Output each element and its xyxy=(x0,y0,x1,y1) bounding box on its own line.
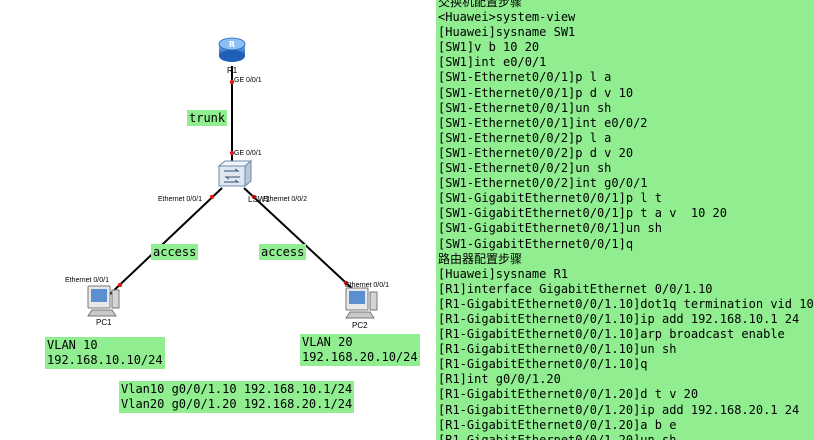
config-command-line: [R1-GigabitEthernet0/0/1.10]ip add 192.1… xyxy=(438,311,800,326)
trunk-label: trunk xyxy=(187,110,228,126)
config-command-line: [R1-GigabitEthernet0/0/1.20]un sh xyxy=(438,432,677,440)
topology-diagram: R R1 LSW1 PC1 PC2 GE 0/0/1 GE 0/0/1 Et xyxy=(45,37,420,413)
pc2-vlan: VLAN 20 xyxy=(302,335,353,349)
config-command-line: [R1]interface GigabitEthernet 0/0/1.10 xyxy=(438,281,713,296)
switch-uplink-port-label: GE 0/0/1 xyxy=(234,150,262,157)
config-command-line: [R1-GigabitEthernet0/0/1.10]q xyxy=(438,357,648,372)
link-dot xyxy=(251,194,257,200)
config-command-line: <Huawei>system-view xyxy=(438,10,576,25)
config-command-line: [SW1-GigabitEthernet0/0/1]p t a v 10 20 xyxy=(438,206,727,221)
config-command-line: 交换机配置步骤 xyxy=(438,0,523,9)
link-dot xyxy=(229,150,235,156)
router-port-label: GE 0/0/1 xyxy=(234,77,262,84)
config-command-line: [SW1-Ethernet0/0/1]p d v 10 xyxy=(438,85,634,100)
config-command-line: [Huawei]sysname R1 xyxy=(438,266,569,281)
config-command-line: [SW1-Ethernet0/0/1]un sh xyxy=(438,100,612,115)
config-command-line: [Huawei]sysname SW1 xyxy=(438,25,576,40)
config-command-line: [R1-GigabitEthernet0/0/1.20]ip add 192.1… xyxy=(438,402,800,417)
config-command-line: [SW1-Ethernet0/0/2]p d v 20 xyxy=(438,145,634,160)
config-command-line: [R1-GigabitEthernet0/0/1.20]d t v 20 xyxy=(438,387,699,402)
pc2-ip: 192.168.20.10/24 xyxy=(302,350,418,364)
switch-name: LSW1 xyxy=(248,195,270,204)
config-command-line: [R1-GigabitEthernet0/0/1.20]a b e xyxy=(438,417,677,432)
link-dot xyxy=(117,282,123,288)
link-dot xyxy=(209,194,215,200)
access-left-label: access xyxy=(151,244,199,260)
access-link-left xyxy=(107,187,223,297)
config-command-line: [SW1-Ethernet0/0/1]p l a xyxy=(438,70,612,85)
topology-canvas: R xyxy=(87,37,378,319)
router-icon[interactable]: R xyxy=(218,37,246,62)
access-right-label: access xyxy=(259,244,307,260)
config-command-line: [SW1]int e0/0/1 xyxy=(438,55,547,70)
config-command-line: 路由器配置步骤 xyxy=(438,251,523,266)
pc2-name: PC2 xyxy=(352,321,368,330)
pc2-port-label: Ethernet 0/0/1 xyxy=(345,282,389,289)
switch-icon[interactable] xyxy=(217,159,253,188)
router-name: R1 xyxy=(227,66,238,75)
link-dot xyxy=(343,280,349,286)
subinterface-vlan20: Vlan20 g0/0/1.20 192.168.20.1/24 xyxy=(121,397,353,411)
svg-text:R: R xyxy=(229,40,235,49)
config-command-line: [R1-GigabitEthernet0/0/1.10]arp broadcas… xyxy=(438,327,785,342)
config-command-line: [SW1-Ethernet0/0/2]un sh xyxy=(438,161,612,176)
pc1-vlan: VLAN 10 xyxy=(47,338,98,352)
config-command-line: [R1-GigabitEthernet0/0/1.10]dot1q termin… xyxy=(438,296,814,311)
switch-right-port-label: Ethernet 0/0/2 xyxy=(263,196,307,203)
config-command-line: [SW1-Ethernet0/0/2]p l a xyxy=(438,130,612,145)
config-command-line: [R1]int g0/0/1.20 xyxy=(438,372,561,387)
config-command-line: [SW1-GigabitEthernet0/0/1]p l t xyxy=(438,191,662,206)
pc2-icon[interactable] xyxy=(345,287,378,319)
config-commands-panel: 交换机配置步骤<Huawei>system-view[Huawei]sysnam… xyxy=(436,0,814,440)
config-command-line: [SW1-Ethernet0/0/2]int g0/0/1 xyxy=(438,176,648,191)
config-command-line: [SW1-GigabitEthernet0/0/1]q xyxy=(438,236,634,251)
access-link-right xyxy=(243,187,359,295)
link-dot xyxy=(229,79,235,85)
pc1-icon[interactable] xyxy=(87,285,120,317)
pc1-port-label: Ethernet 0/0/1 xyxy=(65,277,109,284)
config-command-line: [SW1-GigabitEthernet0/0/1]un sh xyxy=(438,221,662,236)
config-command-line: [SW1]v b 10 20 xyxy=(438,40,540,55)
pc1-ip: 192.168.10.10/24 xyxy=(47,353,163,367)
config-command-line: [R1-GigabitEthernet0/0/1.10]un sh xyxy=(438,342,677,357)
pc1-name: PC1 xyxy=(96,318,112,327)
switch-left-port-label: Ethernet 0/0/1 xyxy=(158,196,202,203)
config-command-list: 交换机配置步骤<Huawei>system-view[Huawei]sysnam… xyxy=(438,0,814,440)
config-command-line: [SW1-Ethernet0/0/1]int e0/0/2 xyxy=(438,115,648,130)
subinterface-vlan10: Vlan10 g0/0/1.10 192.168.10.1/24 xyxy=(121,382,353,396)
